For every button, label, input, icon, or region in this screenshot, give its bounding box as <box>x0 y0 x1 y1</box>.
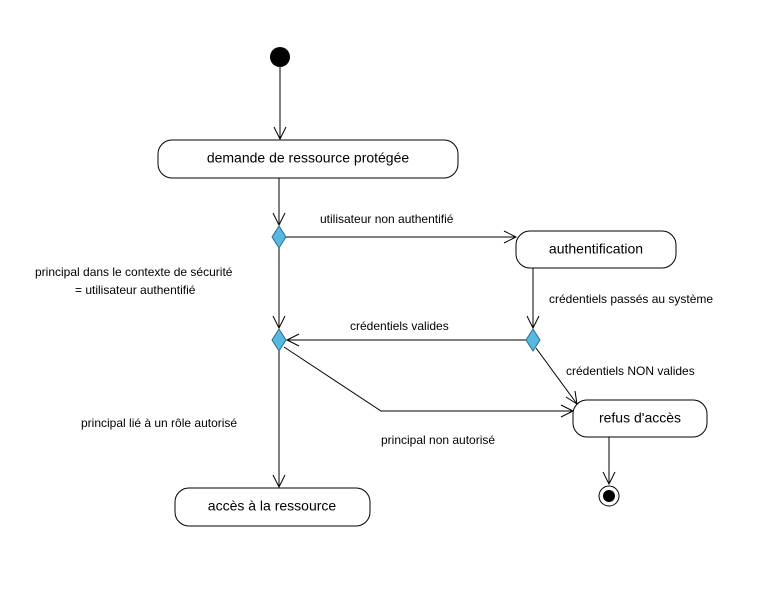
decision-node-autorisation <box>271 328 287 352</box>
edge-label-contexte-line2: = utilisateur authentifié <box>75 283 196 297</box>
initial-node <box>270 47 290 67</box>
edge-label-credentiels-non-valides: crédentiels NON valides <box>566 364 695 378</box>
arrowhead <box>272 474 286 489</box>
edge-label-credentiels-valides: crédentiels valides <box>350 319 449 333</box>
action-authentification: authentification <box>515 230 677 269</box>
action-label: refus d'accès <box>599 410 681 426</box>
arrowhead <box>272 315 286 330</box>
edge-principal-non-autorise <box>283 346 573 412</box>
decision-node-authentifie <box>271 225 287 249</box>
decision-node-credentiels <box>525 328 541 352</box>
action-label: demande de ressource protégée <box>207 150 410 166</box>
edge-label-principal-lie: principal lié à un rôle autorisé <box>81 416 237 430</box>
action-label: authentification <box>549 241 643 257</box>
action-acces-ressource: accès à la ressource <box>174 487 371 527</box>
edge-label-contexte-line1: principal dans le contexte de sécurité <box>35 265 233 279</box>
arrowhead <box>272 212 286 227</box>
arrowhead <box>503 230 518 244</box>
edge-label-credentiels-passes: crédentiels passés au système <box>549 292 713 306</box>
action-label: accès à la ressource <box>208 498 337 514</box>
arrowhead <box>285 333 300 347</box>
edge-label-non-authentifie: utilisateur non authentifié <box>320 212 454 226</box>
edge-label-principal-non-autorise: principal non autorisé <box>381 433 495 447</box>
arrowhead <box>602 471 616 486</box>
final-node <box>598 485 620 507</box>
edge-credentiels-non-valides <box>535 347 578 405</box>
action-demande-ressource: demande de ressource protégée <box>157 139 459 179</box>
arrowhead <box>526 315 540 330</box>
action-refus-acces: refus d'accès <box>572 399 708 438</box>
arrowhead <box>273 126 287 141</box>
